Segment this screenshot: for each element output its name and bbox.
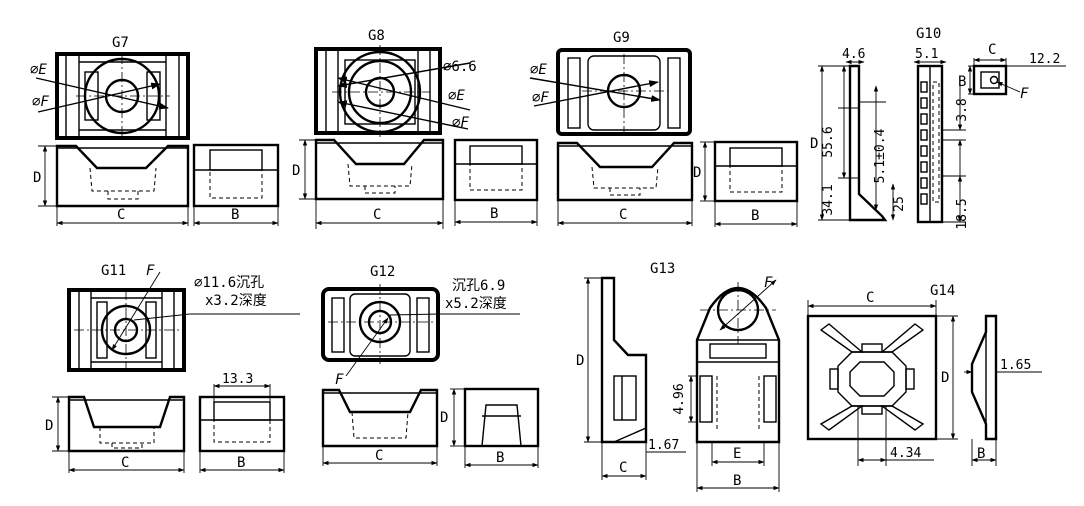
g13-dim-b: B [733, 473, 741, 489]
g10-dim-5-1-tol: 5.1±0.4 [873, 128, 888, 183]
model-g12: G12 F 沉孔6.9 x5.2深度 C [321, 264, 540, 468]
g12-dim-d: D [440, 410, 448, 426]
g12-front-view: C [321, 388, 439, 466]
g8-side-view: B [453, 138, 539, 226]
g13-front-view: F 4.96 E B [672, 275, 781, 492]
g10-dim-55-6: 55.6 [821, 126, 836, 157]
g14-side-view: 1.65 B [964, 314, 1042, 466]
g7-front-view: C D [33, 144, 190, 226]
g14-top-view: C 4.34 D [806, 290, 958, 466]
g7-dim-d: D [33, 170, 41, 186]
g13-dim-c: C [619, 460, 627, 476]
g10-dim-12-2: 12.2 [1029, 52, 1060, 67]
model-g11: G11 F ⌀11.6沉孔 x3.2深度 [45, 263, 300, 473]
g8-dim-d: D [292, 163, 300, 179]
g12-dim-hole: 沉孔6.9 [452, 278, 505, 294]
g11-dim-f: F [146, 263, 155, 279]
g13-dim-e: E [733, 446, 741, 462]
model-g13: G13 D C 1.67 F [576, 261, 781, 492]
model-label-g14: G14 [930, 283, 955, 299]
g14-dim-1-65: 1.65 [1000, 358, 1031, 373]
g8-dim-phi-e: ⌀E [448, 88, 465, 104]
g10-dim-c: C [988, 42, 996, 58]
model-label-g13: G13 [650, 261, 675, 277]
g14-dim-d: D [941, 370, 949, 386]
g11-dim-c: C [121, 455, 129, 471]
g9-dim-phi-e: ⌀E [530, 62, 547, 78]
g9-side-view: D B [693, 140, 799, 227]
g8-front-view: C D [292, 138, 445, 229]
g10-dim-5-1: 5.1 [915, 47, 938, 62]
g12-dim-depth: x5.2深度 [445, 296, 507, 312]
g13-dim-1-67: 1.67 [648, 438, 679, 453]
g9-dim-c: C [619, 207, 627, 223]
g8-dim-b: B [490, 206, 498, 222]
g12-dim-f: F [335, 372, 344, 388]
g13-dim-f: F [764, 275, 773, 291]
model-label-g11: G11 [101, 263, 126, 279]
g11-front-view: D C [45, 395, 186, 473]
model-label-g10: G10 [916, 26, 941, 42]
g7-dim-phi-f: ⌀F [32, 94, 49, 110]
g10-head-detail: C 12.2 B F [958, 42, 1066, 102]
g7-side-view: B [192, 143, 280, 226]
g9-dim-d: D [693, 165, 701, 181]
g13-dim-4-96: 4.96 [672, 383, 687, 414]
g10-dim-d: D [810, 136, 818, 152]
model-label-g12: G12 [370, 264, 395, 280]
model-g7: G7 ⌀E ⌀F C [30, 35, 280, 226]
g12-dim-b: B [496, 450, 504, 466]
model-label-g7: G7 [112, 35, 129, 51]
g10-dim-34-1: 34.1 [821, 184, 836, 215]
g7-dim-phi-e: ⌀E [30, 62, 47, 78]
g12-top-view: F 沉孔6.9 x5.2深度 [321, 278, 520, 388]
g7-dim-c: C [117, 207, 125, 223]
g10-dim-25: 25 [892, 196, 907, 212]
g11-dim-hole: ⌀11.6沉孔 [194, 275, 264, 291]
g14-dim-4-34: 4.34 [890, 446, 921, 461]
g9-front-view: C [556, 141, 694, 226]
g7-top-view: ⌀E ⌀F [30, 52, 190, 140]
g11-side-view: 13.3 B [198, 372, 286, 473]
g14-dim-b: B [977, 446, 985, 462]
g10-dim-f: F [1020, 86, 1029, 102]
model-g9: G9 ⌀E ⌀F C [529, 30, 799, 227]
g14-dim-c: C [866, 290, 874, 306]
g12-dim-c: C [375, 448, 383, 464]
g11-dim-b: B [237, 455, 245, 471]
g9-dim-b: B [751, 208, 759, 224]
g11-dim-depth: x3.2深度 [205, 293, 267, 309]
g9-top-view: ⌀E ⌀F [529, 48, 692, 136]
g10-dim-18-5: 18.5 [955, 198, 970, 229]
model-g14: G14 C 4.34 D [806, 283, 1042, 466]
g11-top-view: F ⌀11.6沉孔 x3.2深度 [67, 263, 300, 372]
g11-dim-13-3: 13.3 [222, 372, 253, 387]
g8-top-view: ⌀6.6 ⌀E ⌀F [314, 45, 477, 137]
g8-dim-phi-6-6: ⌀6.6 [443, 59, 477, 75]
g10-side-view: 4.6 D 55.6 34.1 5.1±0.4 25 [810, 47, 907, 222]
g12-side-view: D B [440, 387, 540, 468]
g13-side-view: D C 1.67 [576, 276, 686, 480]
g10-dim-b: B [958, 74, 966, 90]
g11-dim-d: D [45, 418, 53, 434]
g10-dim-4-6: 4.6 [842, 47, 865, 62]
model-label-g9: G9 [613, 30, 630, 46]
g8-dim-c: C [373, 207, 381, 223]
g8-dim-phi-f: ⌀F [452, 115, 469, 131]
g10-front-view: 5.1 3.8 18.5 [913, 47, 970, 230]
g9-dim-phi-f: ⌀F [532, 90, 549, 106]
model-label-g8: G8 [368, 28, 385, 44]
g7-dim-b: B [231, 207, 239, 223]
g13-dim-d: D [576, 353, 584, 369]
model-g8: G8 ⌀6.6 ⌀E ⌀F C [292, 28, 539, 229]
g10-dim-3-8: 3.8 [955, 98, 970, 121]
model-g10: G10 4.6 D 55.6 34.1 5.1±0.4 25 [810, 26, 1066, 230]
